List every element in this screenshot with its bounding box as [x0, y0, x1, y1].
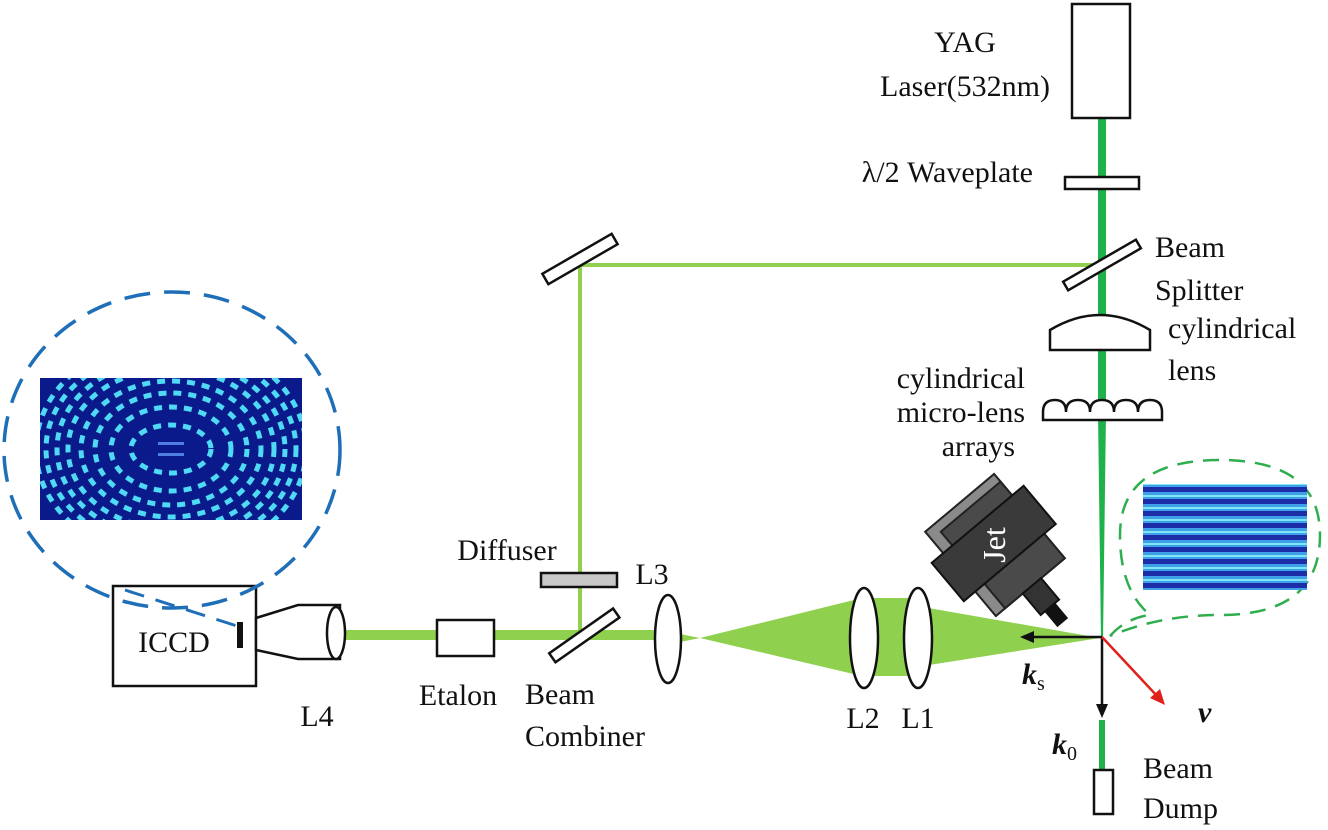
beam-dump-label-1: Beam	[1143, 752, 1213, 785]
yag-laser	[1070, 2, 1132, 120]
laser-label: Laser(532nm)	[880, 70, 1050, 103]
focus-cone	[700, 598, 862, 676]
diffuser	[539, 571, 619, 589]
interference-fringes	[40, 378, 302, 520]
beam-combiner-label-1: Beam	[525, 678, 595, 711]
velocity-arrow	[1101, 636, 1159, 698]
beam-splitter	[1061, 237, 1143, 293]
beam-after-probe	[1099, 720, 1105, 770]
lens-l2	[848, 586, 880, 690]
diffuser-label: Diffuser	[457, 534, 556, 567]
grating-inset-outline	[1109, 458, 1322, 638]
l3-label: L3	[635, 558, 668, 591]
main-beam-taper	[1098, 413, 1106, 640]
fringe-inset-leader	[124, 588, 238, 628]
beam-splitter-label-1: Beam	[1155, 231, 1225, 264]
l2-label: L2	[846, 702, 879, 735]
grating-pattern	[1143, 484, 1307, 590]
iccd-label: ICCD	[138, 626, 210, 659]
iccd-sensor	[237, 622, 243, 648]
cylindrical-lens	[1048, 313, 1152, 352]
etalon-label: Etalon	[419, 679, 497, 712]
fringe-inset-outline	[2, 290, 342, 610]
beam-splitter-label-2: Splitter	[1155, 274, 1243, 307]
cylindrical-lens-label-1: cylindrical	[1168, 312, 1296, 345]
yag-label: YAG	[934, 26, 996, 59]
lens-l3	[653, 593, 683, 685]
l1-label: L1	[901, 702, 934, 735]
lens-l4	[325, 605, 347, 661]
camera-lens-barrel	[254, 603, 342, 661]
k0-arrowhead	[1096, 704, 1108, 718]
micro-lens-array	[1041, 398, 1164, 422]
l4-label: L4	[300, 700, 333, 733]
mla-label-3: arrays	[942, 430, 1015, 463]
collimated-beam	[340, 630, 670, 640]
iccd-camera	[111, 584, 258, 688]
jet-nozzle: Jet	[923, 472, 1069, 628]
waveplate-label: λ/2 Waveplate	[862, 156, 1033, 189]
ks-arrowhead	[1020, 631, 1034, 643]
turning-mirror	[540, 232, 620, 286]
lens-l1	[902, 586, 934, 690]
mla-label-2: micro-lens	[897, 396, 1025, 429]
beam-dump	[1092, 768, 1115, 816]
ks-label: ks	[1022, 658, 1045, 695]
velocity-arrowhead	[1150, 689, 1165, 705]
k0-label: k0	[1052, 728, 1077, 765]
beam-combiner-label-2: Combiner	[525, 720, 645, 753]
etalon	[435, 618, 496, 658]
velocity-label: v	[1198, 696, 1212, 729]
beam-combiner	[547, 606, 622, 665]
cylindrical-lens-label-2: lens	[1168, 354, 1216, 387]
jet-label: Jet	[976, 527, 1012, 563]
half-waveplate	[1063, 175, 1141, 191]
beam-dump-label-2: Dump	[1143, 792, 1218, 825]
mla-label-1: cylindrical	[897, 362, 1025, 395]
